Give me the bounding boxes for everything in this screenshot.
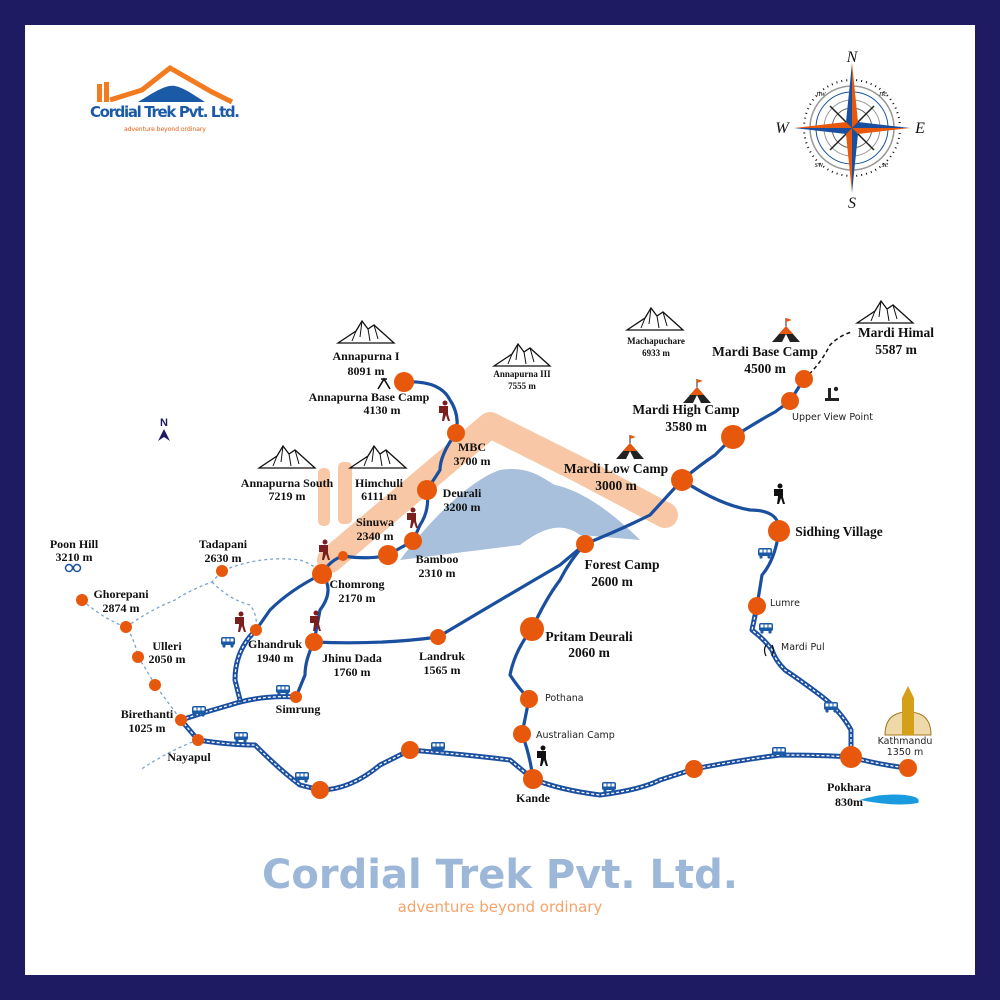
watermark [317,412,678,573]
compass-rose: N S E W ne nw se sw [775,49,925,212]
compass-sw: sw [815,160,824,169]
abc-tent-icon [377,377,391,390]
map-label: Birethanti [121,707,174,721]
map-label: Bamboo [416,552,459,566]
map-label: Annapurna I [332,349,399,363]
map-label: 2874 m [103,601,140,615]
map-label: 1940 m [257,651,294,665]
map-label: 6933 m [642,348,670,358]
watermark-hikers-icon [318,462,352,526]
binoculars-icon [64,563,82,573]
map-label: Ulleri [152,639,182,653]
map-label: Sidhing Village [795,524,882,539]
map-label: Kathmandu [878,736,933,747]
map-label: Mardi High Camp [632,402,739,417]
map-label: 1350 m [887,747,923,758]
waypoint-markers [76,370,917,799]
map-label: 2340 m [357,529,394,543]
map-label: Upper View Point [792,412,873,423]
map-label: 2170 m [339,591,376,605]
north-arrow-icon: N [158,417,170,441]
watermark-text: Cordial Trek Pvt. Ltd. adventure beyond … [262,852,738,916]
peak-icons [258,300,914,469]
map-label: Simrung [276,702,321,716]
map-label: 3580 m [665,419,707,434]
compass-ne: ne [879,89,887,98]
compass-n: N [846,49,859,66]
viewpoint-icon [825,386,839,401]
map-label: Mardi Low Camp [564,461,668,476]
map-label: 7219 m [269,489,306,503]
map-label: Australian Camp [536,730,615,741]
map-label: 2060 m [568,645,610,660]
compass-s: S [848,195,856,212]
map-label: 3200 m [444,500,481,514]
map-label: 1565 m [424,663,461,677]
map-label: 2310 m [419,566,456,580]
map-label: 2630 m [205,551,242,565]
map-label: Lumre [770,598,800,609]
logo-company: Cordial Trek Pvt. Ltd. [90,103,240,121]
map-label: 7555 m [508,381,536,391]
camp-tent-icons [377,317,801,460]
map-label: 6111 m [361,489,397,503]
map-label: 2050 m [149,652,186,666]
compass-e: E [914,120,925,137]
map-label: 1760 m [334,665,371,679]
map-label: Mardi Base Camp [712,344,818,359]
map-label: Mardi Himal [858,325,934,340]
bridge-icon [763,644,775,657]
watermark-tagline: adventure beyond ordinary [398,898,603,916]
mardi-himal-trail [803,331,853,380]
map-label: Deurali [443,486,482,500]
compass-se: se [882,160,889,169]
map-label: 5587 m [875,342,917,357]
map-label: Himchuli [355,476,404,490]
map-label: Annapurna Base Camp [309,390,430,404]
map-label: Chomrong [329,577,384,591]
map-label: Annapurna III [493,369,551,379]
map-label: 3700 m [454,454,491,468]
map-label: Nayapul [167,750,211,764]
map-label: 2600 m [591,574,633,589]
map-label: 8091 m [348,364,385,378]
map-label: Pothana [545,693,584,704]
map-label: Sinuwa [356,515,394,529]
map-label: Pritam Deurali [545,629,633,644]
compass-w: W [775,120,790,137]
map-label: 4130 m [364,403,401,417]
bus-icons [192,548,838,793]
compass-nw: nw [816,89,826,98]
map-label: MBC [458,440,486,454]
stupa-icon [884,686,932,736]
map-label: Mardi Pul [781,642,825,653]
map-label: Ghandruk [248,637,302,651]
map-label: 830m [835,795,863,809]
phewa-lake-icon [860,794,919,805]
map-label: 3210 m [56,550,93,564]
map-label: Tadapani [199,537,248,551]
map-label: Kande [516,791,551,805]
map-label: Landruk [419,649,465,663]
map-label: Poon Hill [50,537,99,551]
map-label: 3000 m [595,478,637,493]
company-logo: Cordial Trek Pvt. Ltd. adventure beyond … [90,64,240,133]
logo-tagline: adventure beyond ordinary [124,126,206,133]
map-canvas: Cordial Trek Pvt. Ltd. adventure beyond … [50,49,934,916]
map-label: 4500 m [744,361,786,376]
map-label: Forest Camp [584,557,659,572]
map-label: Machapuchare [627,336,685,346]
map-label: Ghorepani [93,587,149,601]
watermark-company: Cordial Trek Pvt. Ltd. [262,852,738,898]
map-label: N [160,417,168,429]
map-label: Pokhara [827,780,871,794]
trek-map: Cordial Trek Pvt. Ltd. adventure beyond … [25,25,975,975]
map-label: Annapurna South [241,476,334,490]
map-label: 1025 m [129,721,166,735]
map-label: Jhinu Dada [322,651,382,665]
